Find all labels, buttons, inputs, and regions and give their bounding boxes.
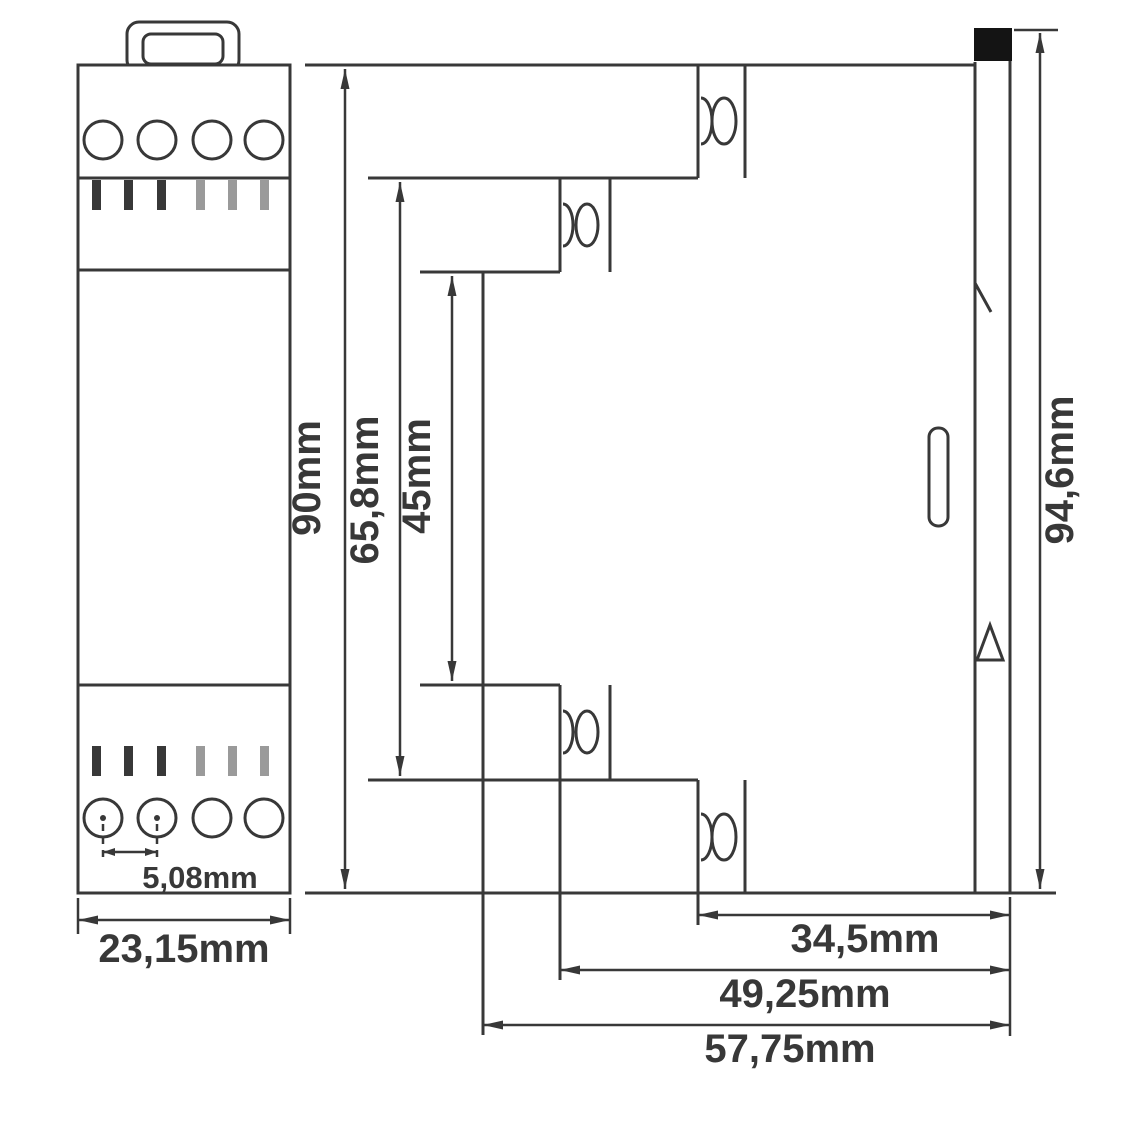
terminal-slot-tick	[196, 746, 205, 776]
release-clip-triangle	[974, 620, 1006, 662]
terminal-slot-tick	[157, 746, 166, 776]
rear-notch-diagonal	[973, 282, 993, 313]
overall-height-label: 94,6mm	[1038, 396, 1082, 545]
screw-center-dot	[154, 815, 160, 821]
terminal-block-opening	[700, 96, 714, 146]
terminal-slot-tick	[92, 746, 101, 776]
terminal-slot-tick	[124, 180, 133, 210]
terminal-slot-tick	[124, 746, 133, 776]
terminal-screw-circle	[243, 797, 285, 839]
terminal-screw-circle	[82, 119, 124, 161]
terminal-screw-circle	[136, 119, 178, 161]
width-dimension-label: 23,15mm	[98, 927, 269, 971]
side-slot	[927, 426, 950, 528]
terminal-slot-tick	[260, 180, 269, 210]
terminal-screw-circle	[191, 119, 233, 161]
terminal-block-opening	[562, 202, 575, 248]
body-height-label: 90mm	[285, 420, 329, 536]
terminal-block-opening	[574, 709, 600, 755]
terminal-slot-tick	[228, 180, 237, 210]
front-view	[76, 20, 292, 895]
overall-depth-label: 57,75mm	[704, 1027, 875, 1071]
side-view	[305, 28, 1056, 1035]
inner-height-label: 45mm	[395, 418, 439, 534]
rear-depth-label: 34,5mm	[791, 917, 940, 961]
module-front-body	[76, 63, 292, 895]
terminal-span-label: 65,8mm	[343, 416, 387, 565]
terminal-slot-tick	[196, 180, 205, 210]
terminal-slot-tick	[157, 180, 166, 210]
terminal-block-opening	[574, 202, 600, 248]
din-clip-black-cap	[974, 28, 1012, 61]
terminal-block-opening	[710, 96, 738, 146]
terminal-slot-tick	[92, 180, 101, 210]
terminal-block-opening	[710, 812, 738, 862]
terminal-slot-tick	[260, 746, 269, 776]
terminal-block-opening	[700, 812, 714, 862]
clip-handle-inner	[141, 32, 225, 66]
terminal-screw-circle	[243, 119, 285, 161]
terminal-screw-circle	[191, 797, 233, 839]
screw-center-dot	[100, 815, 106, 821]
pitch-dimension-label: 5,08mm	[142, 860, 257, 895]
mid-depth-label: 49,25mm	[719, 972, 890, 1016]
terminal-block-opening	[562, 709, 575, 755]
terminal-slot-tick	[228, 746, 237, 776]
dimension-annotations: 5,08mm 23,15mm 90mm 65,8mm 45mm 94,6mm 3…	[76, 28, 1082, 1071]
